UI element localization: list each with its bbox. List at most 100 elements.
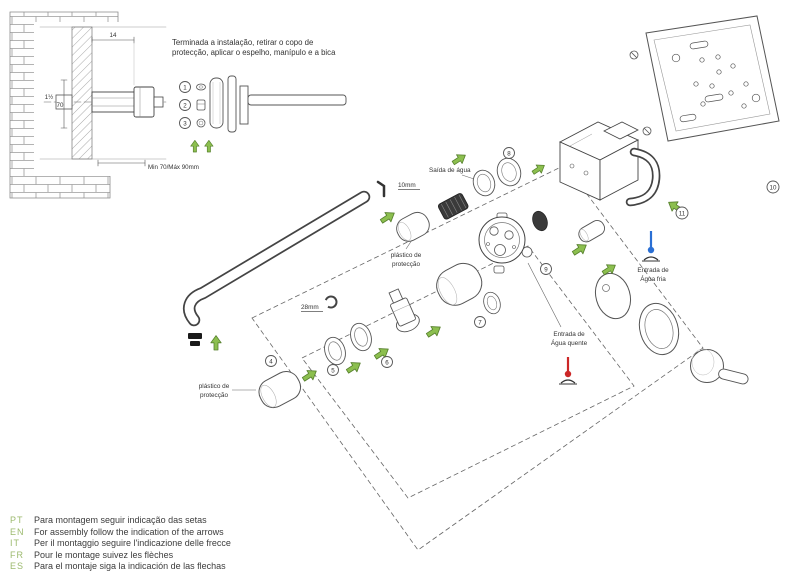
trim-ring bbox=[638, 302, 680, 356]
assembly-arrow-icon bbox=[210, 335, 222, 351]
hot-inlet-marker: Entrada de Água quente bbox=[527, 262, 588, 385]
protection-cup bbox=[209, 77, 224, 129]
legend: PT Para montagem seguir indicação das set… bbox=[10, 515, 231, 573]
legend-row-es: ES Para el montaje siga la indicación de … bbox=[10, 561, 231, 573]
callouts: 1 2 3 4 5 6 7 8 9 10 11 bbox=[179, 81, 780, 376]
hex-key-label: 10mm bbox=[398, 182, 416, 189]
assembly-arrow-icon bbox=[530, 160, 548, 178]
legend-row-fr: FR Pour le montage suivez les flèches bbox=[10, 550, 231, 562]
trim-ring-small bbox=[350, 322, 372, 352]
legend-text: Para el montaje siga la indicación de la… bbox=[34, 561, 226, 571]
legend-row-it: IT Per il montaggio seguire l'indicazione… bbox=[10, 538, 231, 550]
legend-text: Para montagem seguir indicação das setas bbox=[34, 515, 207, 525]
wall-section-detail: 14 1½ 70 Min 70/Máx 90mm bbox=[39, 26, 199, 171]
water-outlet-label: Saída de água bbox=[429, 167, 471, 174]
legend-code: EN bbox=[10, 526, 25, 537]
cartridge bbox=[388, 288, 420, 333]
callout-5: 5 bbox=[327, 364, 339, 376]
escutcheon-plate bbox=[594, 272, 632, 320]
faucet-body-section bbox=[91, 91, 137, 113]
callout-1: 1 bbox=[179, 81, 191, 93]
spout-installed bbox=[247, 94, 347, 106]
callout-2: 2 bbox=[179, 99, 191, 111]
instruction-line-1: Terminada a instalação, retirar o copo d… bbox=[172, 38, 313, 47]
svg-text:11: 11 bbox=[679, 210, 686, 217]
handle-knob bbox=[690, 349, 724, 383]
escutcheon-sleeve bbox=[227, 75, 237, 133]
rough-in-body bbox=[558, 121, 661, 207]
ring-size-label: 28mm bbox=[301, 304, 319, 311]
svg-text:8: 8 bbox=[507, 150, 511, 157]
plate-slot bbox=[704, 93, 724, 103]
plate-slot bbox=[689, 40, 709, 50]
protection-cap-lower bbox=[258, 370, 302, 409]
small-screw bbox=[196, 99, 206, 111]
outlet-ring bbox=[472, 169, 496, 197]
mounting-plate bbox=[629, 15, 780, 142]
instruction-line-2: protecção, aplicar o espelho, manípulo e… bbox=[172, 48, 336, 57]
protection-lower-label-1: plástico de bbox=[199, 383, 230, 390]
legend-text: For assembly follow the indication of th… bbox=[34, 526, 224, 537]
trim-chain bbox=[594, 272, 749, 385]
assembly-arrow-icon bbox=[344, 357, 364, 377]
legend-text: Per il montaggio seguire l'indicazione d… bbox=[34, 538, 231, 548]
cold-inlet-label-2: Água fria bbox=[640, 274, 666, 283]
svg-text:5: 5 bbox=[331, 367, 335, 374]
callout-8: 8 bbox=[503, 147, 515, 159]
callout-10: 10 bbox=[766, 180, 780, 194]
handle-lever bbox=[718, 368, 749, 385]
protection-cap-upper bbox=[396, 211, 430, 242]
aerator bbox=[188, 333, 202, 339]
legend-code: FR bbox=[10, 549, 24, 560]
small-ring bbox=[196, 118, 206, 128]
assembly-arrow-icon bbox=[378, 207, 398, 227]
assembly-arrow-icon bbox=[424, 321, 444, 341]
top-instruction-note: Terminada a instalação, retirar o copo d… bbox=[172, 38, 336, 57]
callout-9: 9 bbox=[540, 263, 552, 275]
callout-4: 4 bbox=[265, 355, 277, 367]
svg-text:10: 10 bbox=[770, 184, 777, 191]
dashed-box-outer bbox=[251, 164, 704, 551]
svg-text:4: 4 bbox=[269, 358, 273, 365]
protection-cup-section bbox=[133, 86, 155, 118]
cap-knob bbox=[153, 96, 164, 108]
cold-inlet-marker: Entrada de Água fria bbox=[637, 231, 669, 283]
snap-ring-icon bbox=[324, 295, 338, 309]
wall-hatch bbox=[71, 26, 93, 160]
valve-body bbox=[478, 210, 548, 274]
svg-text:3: 3 bbox=[183, 120, 187, 127]
callout-3: 3 bbox=[179, 117, 191, 129]
dim-height-label: 70 bbox=[57, 102, 64, 109]
protection-upper-label-2: protecção bbox=[392, 261, 421, 268]
callout-7: 7 bbox=[474, 316, 486, 328]
legend-code: IT bbox=[10, 538, 20, 548]
legend-text: Pour le montage suivez les flèches bbox=[34, 549, 174, 560]
callout-11: 11 bbox=[675, 206, 689, 220]
legend-row-pt: PT Para montagem seguir indicação das set… bbox=[10, 515, 231, 527]
assembly-arrow-icon bbox=[204, 139, 214, 153]
dim-depth-label: 14 bbox=[110, 32, 117, 39]
legend-code: PT bbox=[10, 515, 24, 525]
callout-6: 6 bbox=[381, 356, 393, 368]
outlet-ring bbox=[496, 157, 522, 187]
hex-key-icon bbox=[376, 180, 386, 198]
svg-text:9: 9 bbox=[544, 266, 548, 273]
dim-thread-label: 1½ bbox=[45, 94, 54, 101]
dim-range-label: Min 70/Máx 90mm bbox=[148, 164, 199, 171]
assembly-arrow-icon bbox=[570, 239, 590, 259]
trim-ring-small bbox=[324, 336, 346, 366]
legend-code: ES bbox=[10, 561, 25, 571]
spout-exploded bbox=[182, 190, 371, 351]
hot-inlet-label-1: Entrada de bbox=[553, 331, 585, 338]
knurled-adapter bbox=[437, 193, 469, 220]
svg-text:7: 7 bbox=[478, 319, 482, 326]
protection-lower-label-2: protecção bbox=[200, 392, 229, 399]
plate-slot bbox=[679, 113, 697, 123]
protection-upper-label-1: plástico de bbox=[391, 252, 422, 259]
legend-row-en: EN For assembly follow the indication of … bbox=[10, 527, 231, 539]
svg-text:1: 1 bbox=[183, 84, 187, 91]
svg-text:2: 2 bbox=[183, 102, 187, 109]
connector-sleeve bbox=[578, 220, 606, 243]
